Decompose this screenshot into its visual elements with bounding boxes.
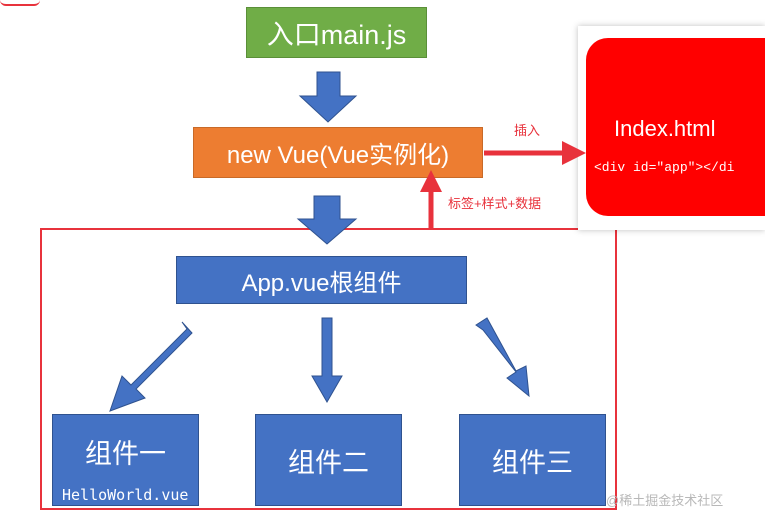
insert-edge-label: 插入	[514, 123, 541, 138]
vue-instance-label: new Vue(Vue实例化)	[226, 142, 450, 169]
component-three-label: 组件三	[492, 447, 573, 478]
arrow-vue-to-app	[296, 195, 358, 245]
component-three-node: 组件三	[459, 414, 606, 506]
entry-node: 入口main.js	[246, 7, 427, 58]
index-html-title: Index.html	[614, 116, 716, 141]
component-one-label: 组件一	[85, 438, 166, 469]
arrow-vue-to-index-head	[562, 141, 586, 165]
index-html-code: <div id="app"></di	[594, 160, 735, 175]
watermark: @稀土掘金技术社区	[606, 493, 724, 508]
component-one-node: 组件一	[52, 414, 199, 506]
index-html-node	[586, 38, 765, 216]
top-red-mark	[0, 0, 40, 6]
root-component-label: App.vue根组件	[241, 269, 402, 297]
root-component-node: App.vue根组件	[176, 256, 467, 304]
arrow-app-to-component-three	[475, 317, 530, 398]
component-two-label: 组件二	[288, 447, 369, 478]
arrow-frame-to-vue-head	[420, 170, 442, 192]
index-html-content: Index.html <div id="app"></di	[586, 26, 765, 236]
arrow-app-to-component-two	[311, 317, 343, 404]
component-two-node: 组件二	[255, 414, 402, 506]
arrow-entry-to-vue	[298, 71, 358, 123]
props-edge-label: 标签+样式+数据	[448, 196, 542, 211]
vue-instance-node: new Vue(Vue实例化)	[193, 127, 483, 178]
arrow-app-to-component-one	[109, 321, 193, 412]
entry-label: 入口main.js	[266, 20, 407, 50]
component-one-file-label: HelloWorld.vue	[62, 486, 189, 504]
